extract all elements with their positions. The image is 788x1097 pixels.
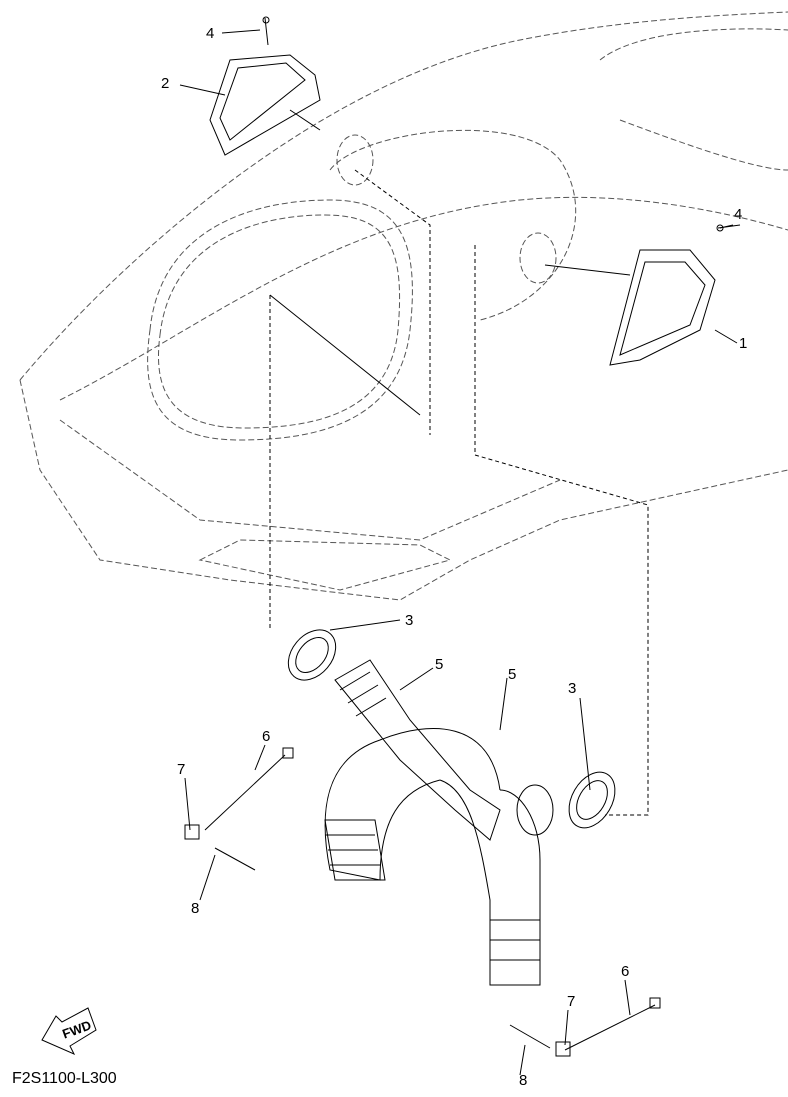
callout-8: 8 <box>519 1072 528 1089</box>
callout-5: 5 <box>435 656 444 673</box>
callout-4: 4 <box>206 25 215 42</box>
callout-2: 2 <box>161 75 170 92</box>
leader-lines <box>179 29 738 1076</box>
part-6-7-8-fasteners <box>184 747 661 1057</box>
callout-3: 3 <box>405 612 414 629</box>
part-2-vent-cover <box>209 54 321 156</box>
callout-6: 6 <box>262 728 271 745</box>
callout-5: 5 <box>508 666 517 683</box>
callout-8: 8 <box>191 900 200 917</box>
callout-3: 3 <box>568 680 577 697</box>
guide-lines <box>269 169 649 816</box>
part-3-grommets <box>287 629 616 829</box>
fwd-arrow-icon <box>41 1007 97 1056</box>
part-5-hoses <box>324 659 554 986</box>
part-4-screws <box>262 16 741 232</box>
callout-7: 7 <box>177 761 186 778</box>
callout-1: 1 <box>739 335 748 352</box>
callout-4: 4 <box>734 206 743 223</box>
callout-7: 7 <box>567 993 576 1010</box>
callout-6: 6 <box>621 963 630 980</box>
part-1-vent-cover <box>609 249 716 366</box>
diagram-code: F2S1100-L300 <box>12 1070 117 1087</box>
hull-outline <box>19 11 788 601</box>
